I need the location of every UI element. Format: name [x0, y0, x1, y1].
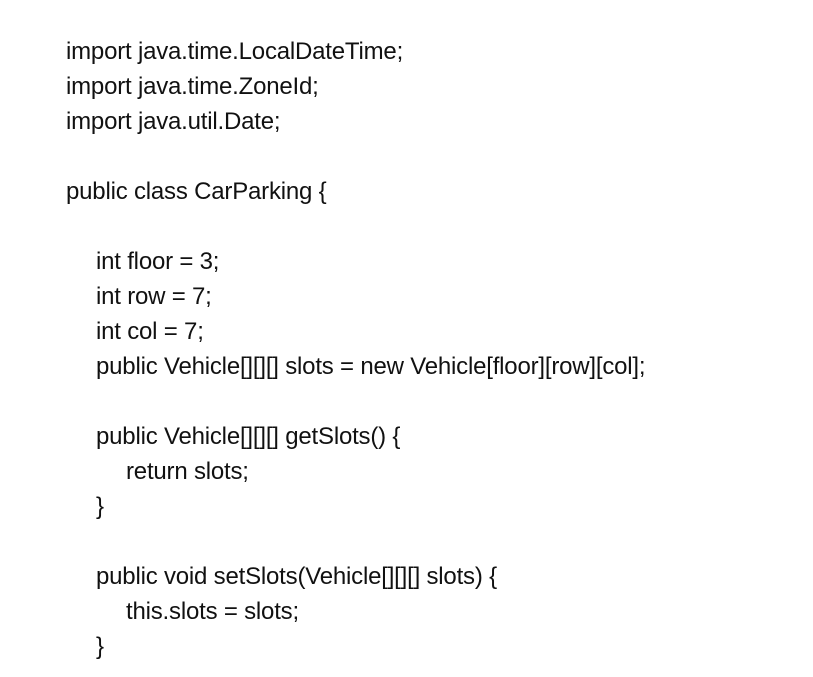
- setslots-closing-brace: }: [96, 633, 104, 660]
- getslots-return-line: return slots;: [126, 458, 249, 485]
- field-row-line: int row = 7;: [96, 283, 212, 310]
- getslots-closing-brace: }: [96, 493, 104, 520]
- field-floor-line: int floor = 3;: [96, 248, 220, 275]
- import-zoneid-line: import java.time.ZoneId;: [66, 73, 319, 100]
- field-col-line: int col = 7;: [96, 318, 204, 345]
- field-slots-line: public Vehicle[][][] slots = new Vehicle…: [96, 353, 646, 380]
- import-localdatetime-line: import java.time.LocalDateTime;: [66, 38, 404, 65]
- import-date-line: import java.util.Date;: [66, 108, 281, 135]
- class-declaration-line: public class CarParking {: [66, 178, 327, 205]
- getslots-method-signature: public Vehicle[][][] getSlots() {: [96, 423, 401, 450]
- setslots-assignment-line: this.slots = slots;: [126, 598, 299, 625]
- setslots-method-signature: public void setSlots(Vehicle[][][] slots…: [96, 563, 497, 590]
